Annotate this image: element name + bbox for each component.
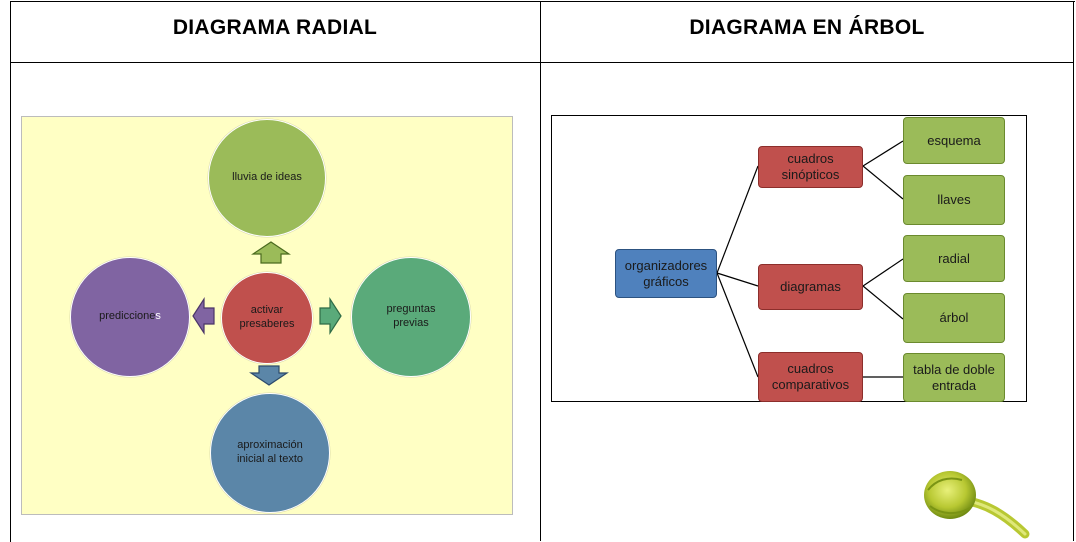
arrow-up-icon [251,241,291,264]
connector-root-branch2 [716,272,759,287]
arrow-right-icon [319,296,342,336]
tree-leaf-esquema: esquema [903,117,1005,164]
tree-leaf-radial: radial [903,235,1005,282]
radial-arrows [192,241,342,386]
tree-leaf-llaves: llaves [903,175,1005,225]
table-divider-middle [540,1,541,541]
connector-root-branch3 [716,272,759,378]
tree-heading: DIAGRAMA EN ÁRBOL [689,16,925,39]
connector-branch2-leaf2 [862,285,904,320]
arrow-down-icon [249,365,289,386]
table-divider-right [1073,1,1074,541]
connector-branch1-leaf1 [862,140,904,167]
radial-heading: DIAGRAMA RADIAL [172,16,378,39]
connector-branch1-leaf2 [862,165,904,200]
radial-top-node: lluvia de ideas [208,119,326,237]
table-top-border [10,1,1074,2]
tree-connectors [716,140,904,378]
flower-bud-icon [924,471,1030,539]
table-header-border [10,62,1074,63]
connector-root-branch1 [716,165,759,274]
radial-left-node: predicciones [70,257,190,377]
tree-leaf-arbol: árbol [903,293,1005,343]
tree-branch-diagramas: diagramas [758,264,863,310]
connector-branch2-leaf1 [862,258,904,287]
arrow-left-icon [192,296,215,336]
table-divider-left [10,1,11,541]
